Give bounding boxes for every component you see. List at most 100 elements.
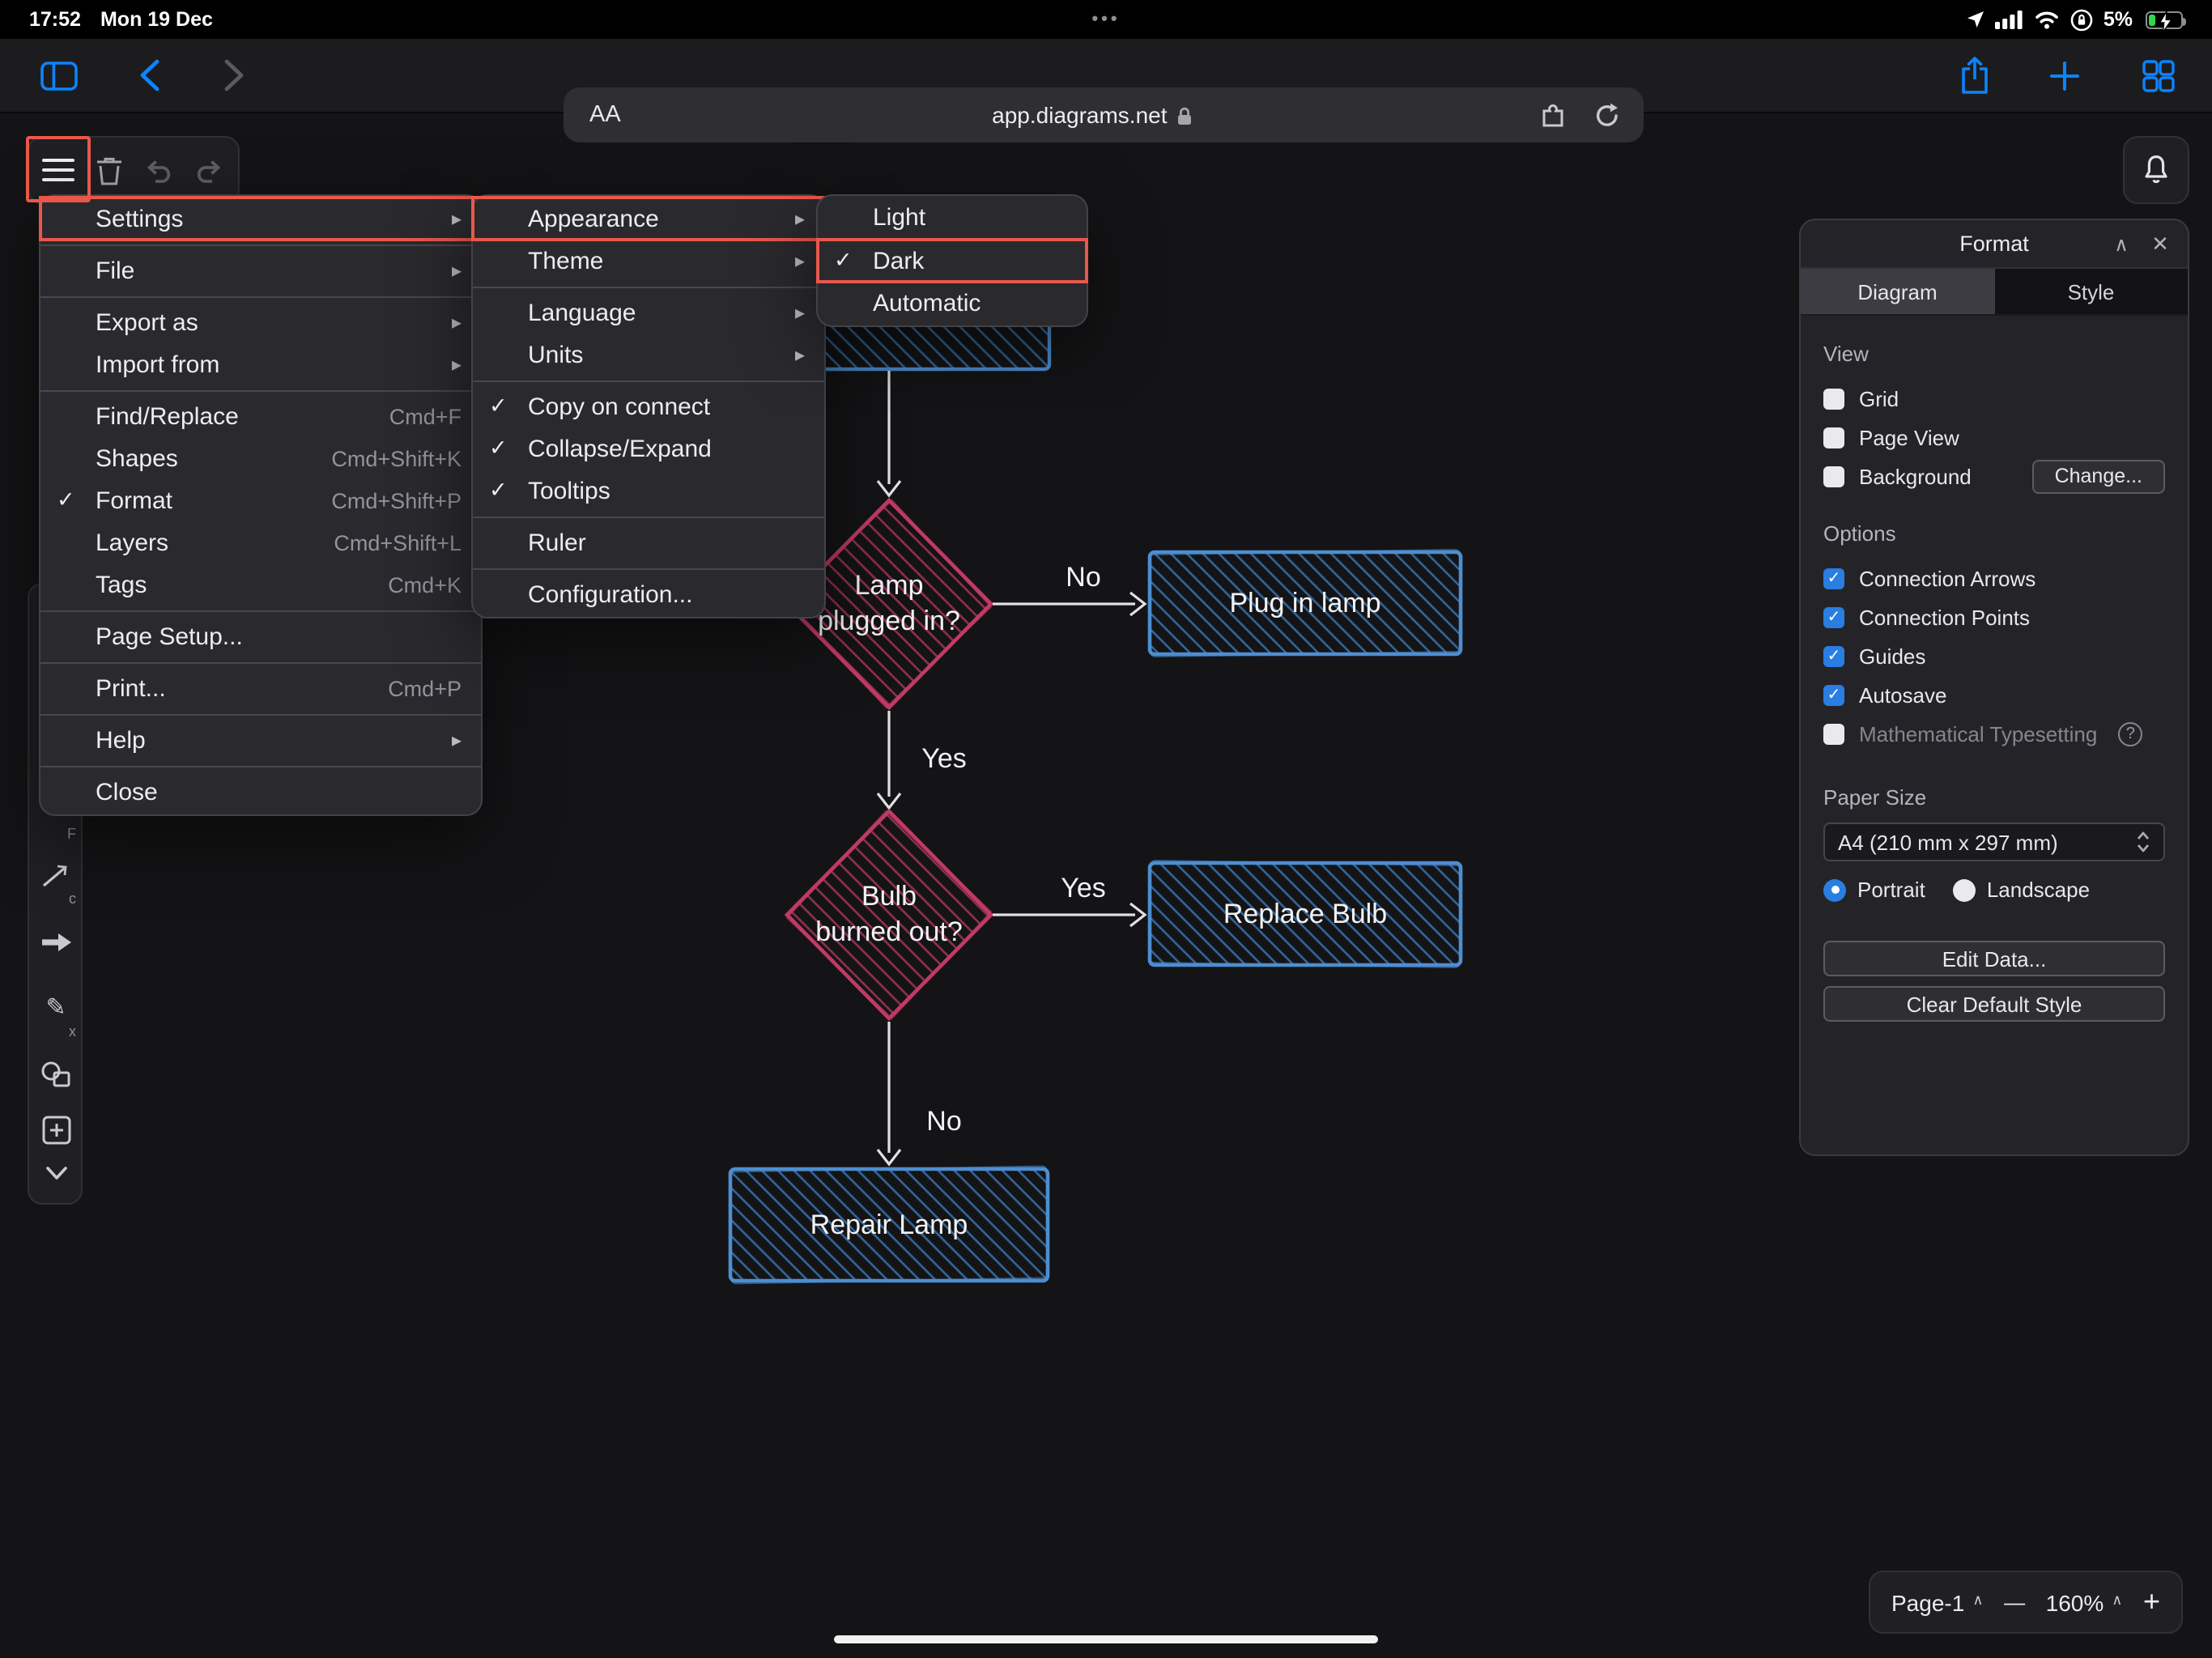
insert-shape-icon[interactable]	[39, 1112, 73, 1146]
checkbox-row-guides[interactable]: ✓ Guides	[1823, 636, 2165, 675]
help-icon[interactable]: ?	[2118, 721, 2143, 746]
flowchart-edge[interactable]: Yes	[993, 873, 1147, 928]
menu-item-dark[interactable]: ✓Dark	[816, 237, 1088, 283]
shapes-tool-icon[interactable]	[39, 1057, 73, 1091]
menu-item-export-as[interactable]: Export as▸	[96, 308, 462, 336]
flowchart-edge[interactable]: Yes	[876, 711, 967, 810]
menu-item-language[interactable]: Language▸	[528, 299, 805, 326]
flowchart-node-bulb-burned[interactable]: Bulb burned out?	[784, 808, 994, 1022]
flowchart-node-repair-lamp[interactable]: Repair Lamp	[728, 1165, 1050, 1285]
notifications-button[interactable]	[2123, 136, 2189, 204]
forward-button[interactable]	[211, 53, 256, 98]
redo-button[interactable]	[189, 149, 229, 191]
shortcut-hint-sketch: x	[69, 1023, 76, 1039]
delete-button[interactable]	[89, 149, 130, 191]
checkbox-row-connection-points[interactable]: ✓ Connection Points	[1823, 597, 2165, 636]
share-button[interactable]	[1951, 53, 1997, 98]
tab-overview-button[interactable]	[2136, 53, 2181, 98]
flowchart-edge[interactable]: No	[993, 562, 1147, 617]
extensions-icon[interactable]	[1538, 102, 1568, 128]
wifi-icon	[2035, 11, 2058, 29]
edge-label[interactable]: No	[926, 1106, 961, 1137]
landscape-radio[interactable]	[1952, 878, 1976, 901]
menu-item-print[interactable]: Print...Cmd+P	[96, 674, 462, 702]
select-updown-icon	[2137, 831, 2150, 852]
home-indicator[interactable]	[834, 1635, 1378, 1643]
paper-size-select[interactable]: A4 (210 mm x 297 mm)	[1823, 823, 2165, 861]
zoom-in-button[interactable]: +	[2143, 1585, 2161, 1618]
menu-item-collapse-expand[interactable]: ✓Collapse/Expand	[489, 435, 712, 462]
page-selector[interactable]: Page-1	[1891, 1589, 1965, 1615]
menu-item-import-from[interactable]: Import from▸	[96, 351, 462, 378]
shortcut: Cmd+K	[388, 572, 462, 597]
checkbox-row-math-typesetting[interactable]: Mathematical Typesetting ?	[1823, 714, 2165, 753]
guides-checkbox[interactable]: ✓	[1823, 645, 1844, 666]
checkbox-row-background[interactable]: Background Change...	[1823, 457, 2165, 495]
tab-style[interactable]: Style	[1994, 269, 2188, 314]
connection-points-checkbox[interactable]: ✓	[1823, 606, 1844, 627]
lock-icon	[1177, 106, 1191, 124]
menu-item-page-setup[interactable]: Page Setup...	[96, 623, 243, 650]
back-button[interactable]	[126, 53, 172, 98]
menu-item-appearance[interactable]: Appearance▸	[471, 196, 826, 241]
flowchart-node-plug-in-lamp[interactable]: Plug in lamp	[1147, 548, 1463, 658]
freehand-pencil-icon[interactable]: ✎	[45, 993, 66, 1021]
menu-item-close[interactable]: Close	[96, 778, 158, 806]
format-tabs: Diagram Style	[1801, 269, 2188, 316]
url-field[interactable]: app.diagrams.net	[647, 102, 1538, 128]
autosave-checkbox[interactable]: ✓	[1823, 684, 1844, 705]
tab-diagram[interactable]: Diagram	[1801, 269, 1994, 314]
hamburger-menu-button[interactable]	[39, 149, 79, 191]
grid-checkbox[interactable]	[1823, 388, 1844, 409]
checkbox-row-grid[interactable]: Grid	[1823, 379, 2165, 418]
reload-button[interactable]	[1593, 101, 1621, 129]
math-typesetting-checkbox[interactable]	[1823, 723, 1844, 744]
menu-item-units[interactable]: Units▸	[528, 341, 805, 368]
flowchart-edge[interactable]: No	[876, 1022, 962, 1167]
menu-item-automatic[interactable]: Automatic	[818, 282, 1087, 325]
menu-item-light[interactable]: Light	[873, 203, 926, 232]
connection-arrows-checkbox[interactable]: ✓	[1823, 568, 1844, 589]
menu-item-help[interactable]: Help▸	[96, 726, 462, 754]
undo-button[interactable]	[138, 149, 179, 191]
zoom-out-button[interactable]: —	[2004, 1590, 2026, 1614]
menu-item-tooltips[interactable]: ✓Tooltips	[489, 477, 610, 504]
zoom-level[interactable]: 160%	[2045, 1589, 2104, 1615]
edge-label[interactable]: No	[1066, 562, 1100, 593]
menu-item-theme[interactable]: Theme▸	[528, 247, 805, 274]
line-tool-icon[interactable]	[39, 860, 73, 894]
page-view-checkbox[interactable]	[1823, 427, 1844, 448]
checkbox-row-autosave[interactable]: ✓ Autosave	[1823, 675, 2165, 714]
bell-icon	[2145, 155, 2167, 184]
edge-label[interactable]: Yes	[921, 743, 966, 774]
collapse-palette-icon[interactable]	[39, 1156, 73, 1190]
menu-item-settings[interactable]: Settings▸	[39, 196, 483, 241]
reader-options-button[interactable]: AA	[589, 102, 621, 128]
menu-item-file[interactable]: File▸	[96, 257, 462, 284]
change-background-button[interactable]: Change...	[2031, 459, 2165, 493]
sidebar-toggle-button[interactable]	[36, 53, 81, 98]
arrow-tool-icon[interactable]	[39, 925, 73, 959]
flowchart-edge[interactable]	[876, 371, 902, 498]
menu-item-configuration[interactable]: Configuration...	[528, 580, 693, 608]
menu-separator	[473, 286, 824, 287]
background-checkbox[interactable]	[1823, 466, 1844, 487]
checkbox-row-connection-arrows[interactable]: ✓ Connection Arrows	[1823, 559, 2165, 597]
close-panel-button[interactable]: ✕	[2151, 232, 2169, 256]
edge-label[interactable]: Yes	[1061, 873, 1105, 903]
menu-item-ruler[interactable]: Ruler	[528, 529, 586, 556]
clear-default-style-button[interactable]: Clear Default Style	[1823, 986, 2165, 1022]
collapse-panel-button[interactable]: ∧	[2114, 233, 2129, 256]
checkbox-row-page-view[interactable]: Page View	[1823, 418, 2165, 457]
portrait-radio[interactable]	[1823, 878, 1846, 901]
new-tab-button[interactable]	[2042, 53, 2087, 98]
flowchart-node-replace-bulb[interactable]: Replace Bulb	[1147, 859, 1463, 969]
menu-item-copy-on-connect[interactable]: ✓Copy on connect	[489, 393, 711, 420]
address-bar[interactable]: AA app.diagrams.net	[564, 87, 1644, 142]
edit-data-button[interactable]: Edit Data...	[1823, 941, 2165, 976]
